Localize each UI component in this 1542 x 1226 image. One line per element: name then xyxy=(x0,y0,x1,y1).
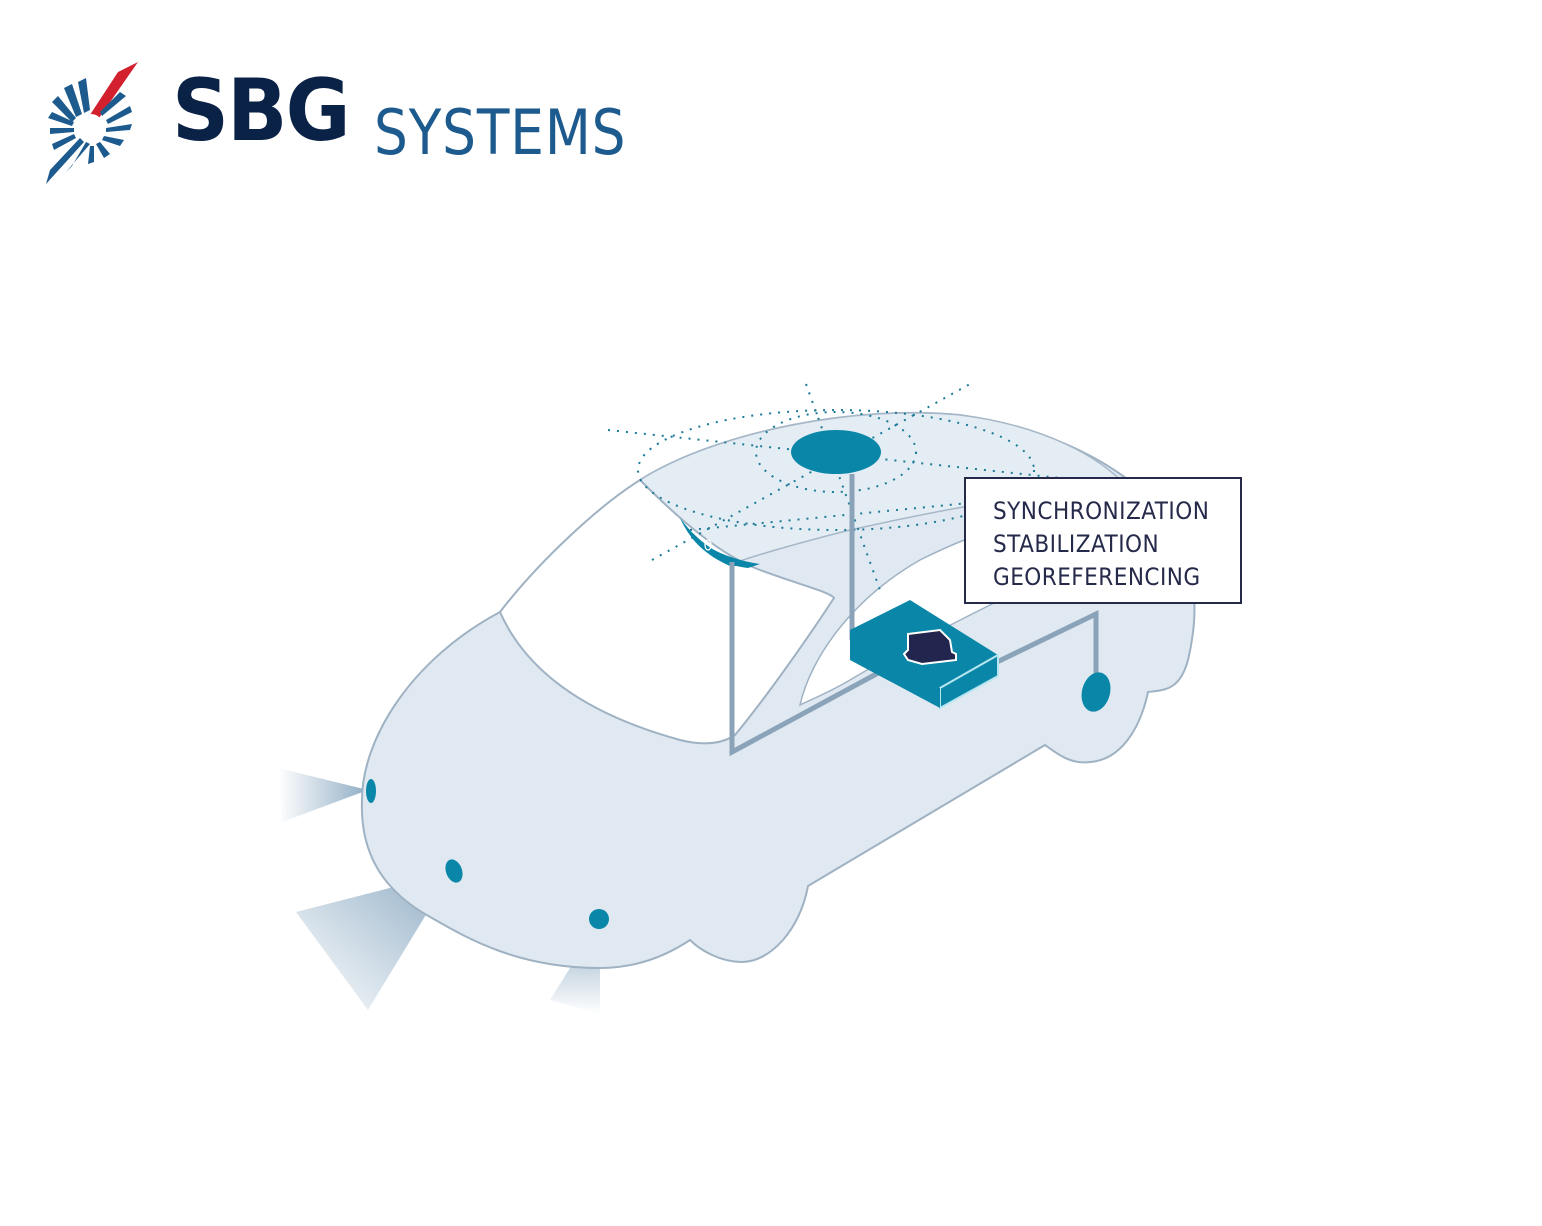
capability-stabilization: STABILIZATION xyxy=(993,530,1160,558)
brand-name-bold: SBG xyxy=(172,61,351,161)
windshield xyxy=(498,478,836,745)
sensor-wiring xyxy=(729,474,1099,757)
front-left-lidar xyxy=(366,779,376,803)
brand-name-light: SYSTEMS xyxy=(374,96,627,169)
gnss-signal-rings xyxy=(607,383,1061,591)
gnss-antenna xyxy=(791,430,881,474)
inertial-navigation-unit xyxy=(850,600,999,710)
wheel-odometer xyxy=(1081,672,1111,712)
sbg-compass-icon xyxy=(46,62,138,184)
capability-georeferencing: GEOREFERENCING xyxy=(993,563,1201,591)
sbg-systems-logo: SBG SYSTEMS xyxy=(44,58,684,188)
front-center-lidar xyxy=(445,859,463,883)
capabilities-box: SYNCHRONIZATION STABILIZATION GEOREFEREN… xyxy=(964,477,1242,604)
front-right-lidar xyxy=(589,909,609,929)
capability-synchronization: SYNCHRONIZATION xyxy=(993,497,1210,525)
